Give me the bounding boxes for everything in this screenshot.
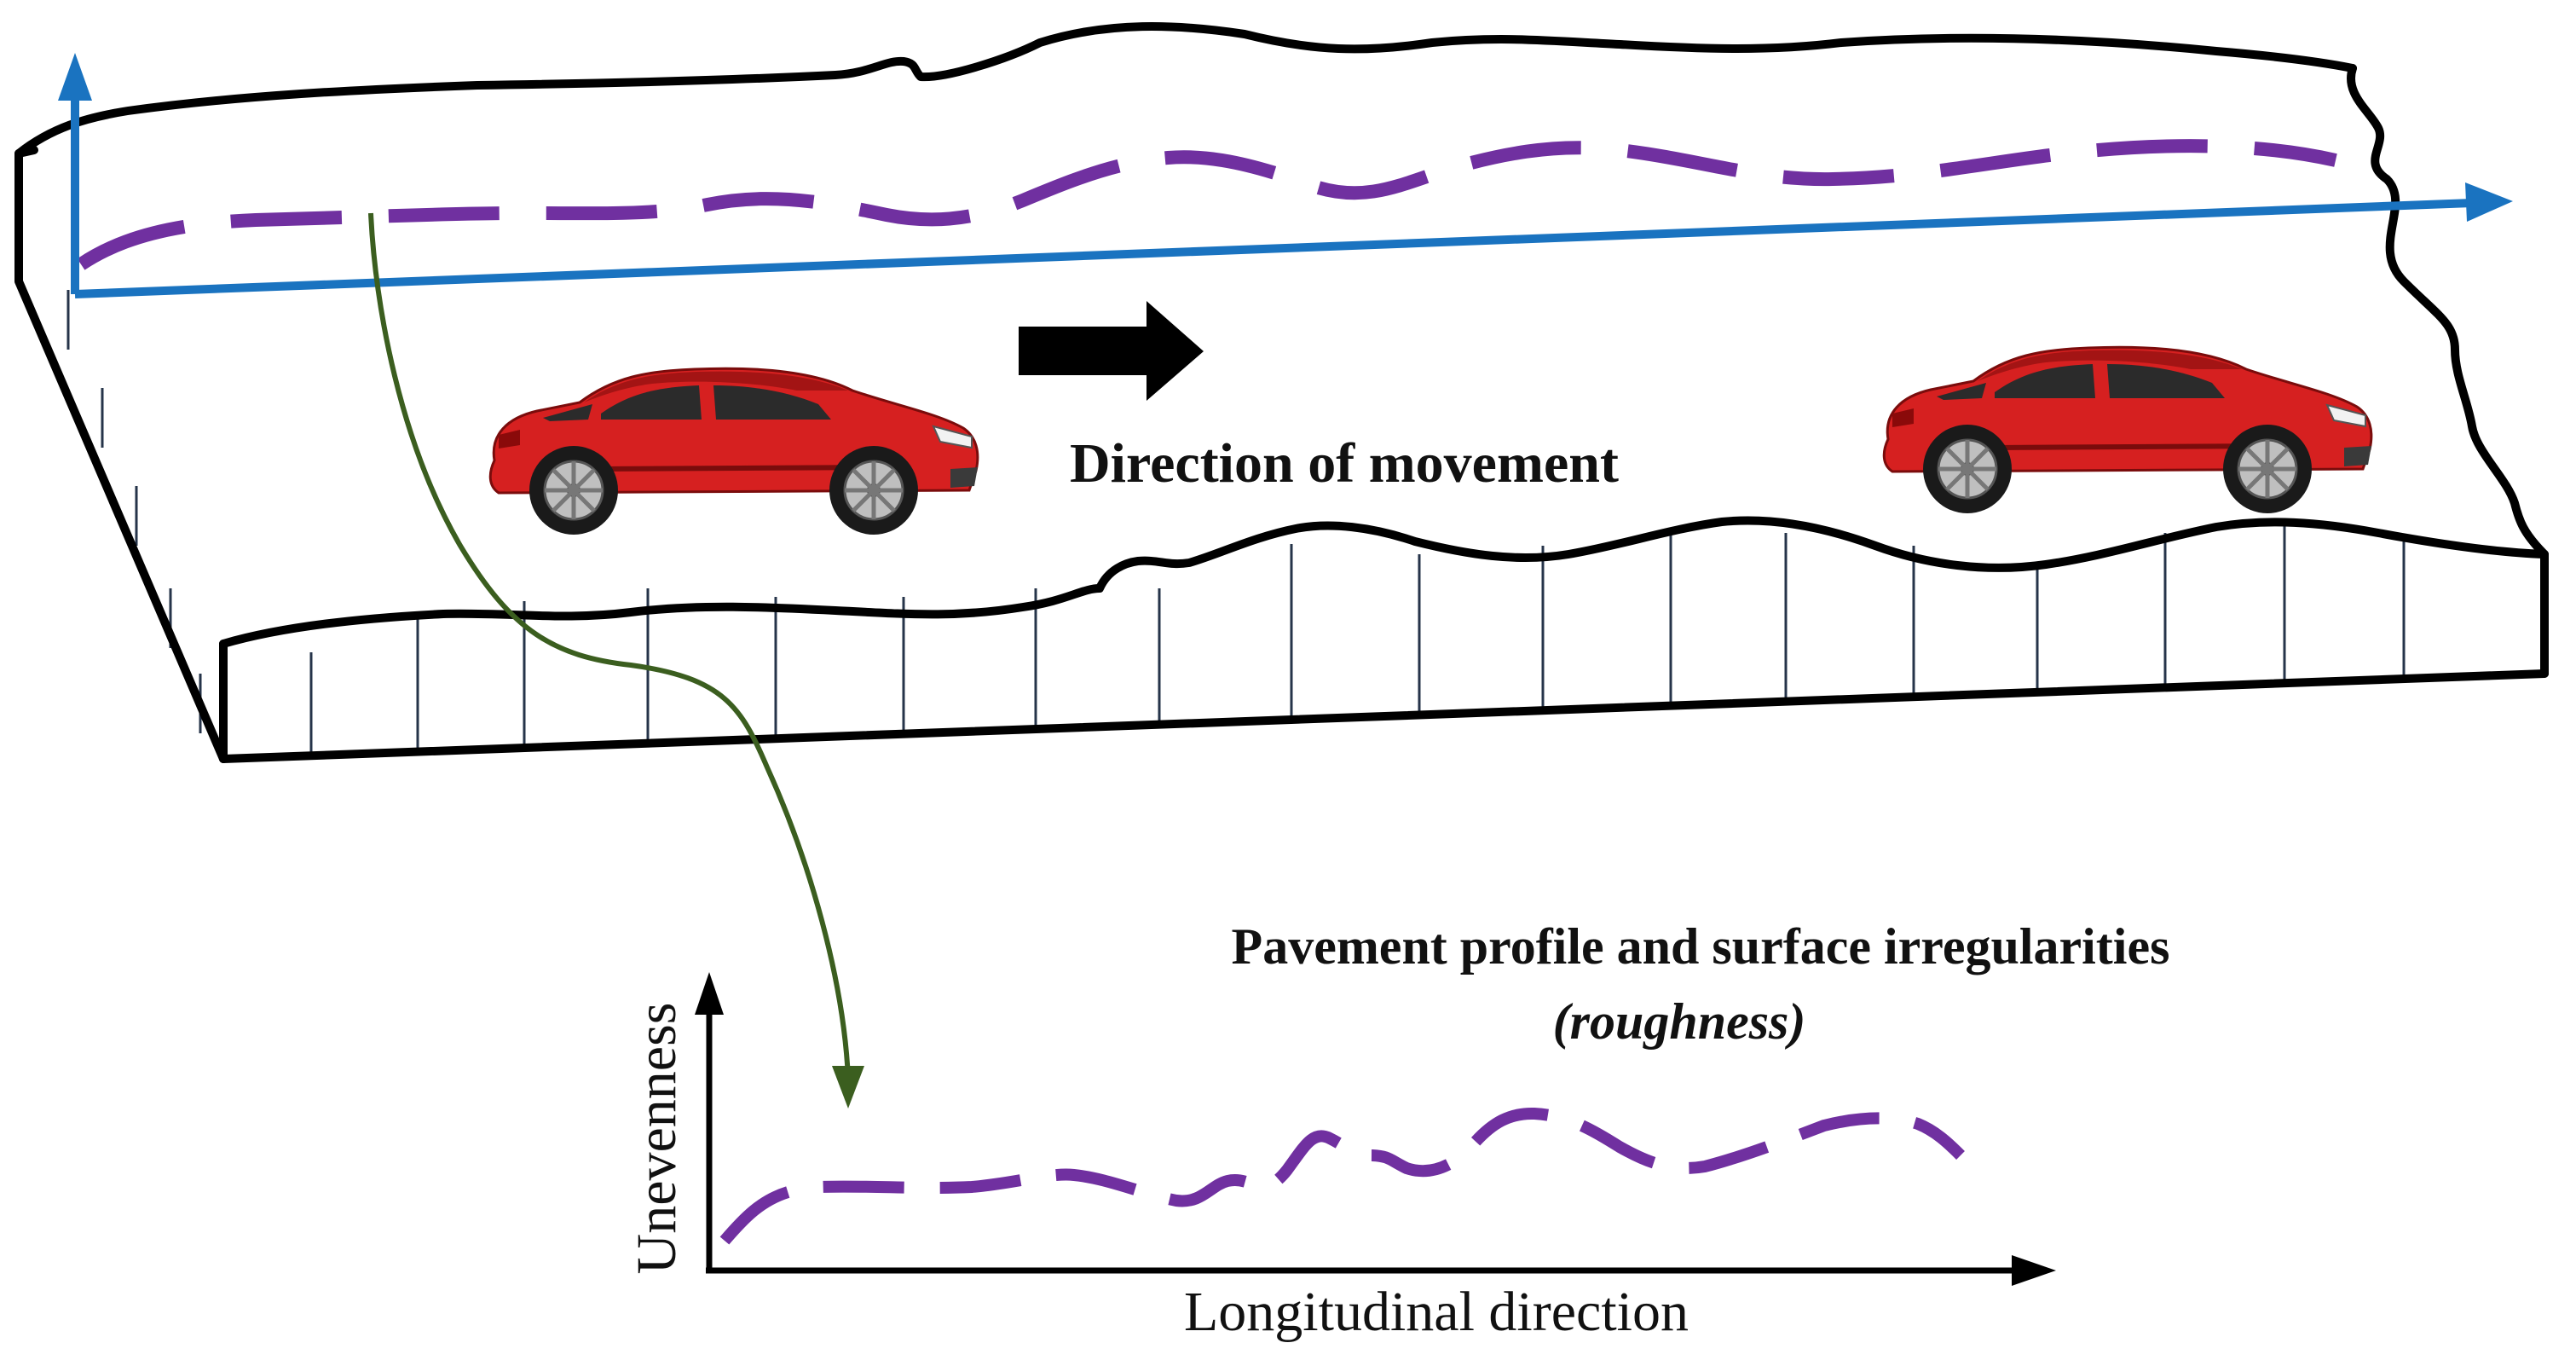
- connector-arrowhead: [832, 1066, 864, 1108]
- x-axis-arrowhead: [2012, 1255, 2056, 1286]
- y-axis-label: Unevenness: [626, 1003, 688, 1275]
- car-left-icon: [490, 368, 978, 535]
- profile-axes: [695, 972, 2056, 1286]
- movement-arrow-icon: [1019, 301, 1204, 401]
- slab-vertical-arrowhead: [58, 53, 92, 101]
- profile-curve: [719, 1107, 1965, 1245]
- slab-horizontal-arrowhead: [2465, 182, 2513, 222]
- car-right-icon: [1884, 347, 2371, 513]
- x-axis-label: Longitudinal direction: [1184, 1281, 1689, 1343]
- direction-label: Direction of movement: [1070, 432, 1619, 495]
- slab-outline: [14, 22, 2549, 763]
- slab-front-hatch: [309, 524, 2406, 755]
- chart-title: Pavement profile and surface irregularit…: [1232, 918, 2170, 975]
- connector-arrow: [368, 212, 864, 1108]
- slab-axes: [58, 53, 2513, 298]
- slab-horizontal-axis: [74, 199, 2473, 298]
- chart-subtitle: (roughness): [1553, 993, 1806, 1050]
- y-axis-arrowhead: [695, 972, 724, 1015]
- surface-profile-line: [77, 139, 2337, 270]
